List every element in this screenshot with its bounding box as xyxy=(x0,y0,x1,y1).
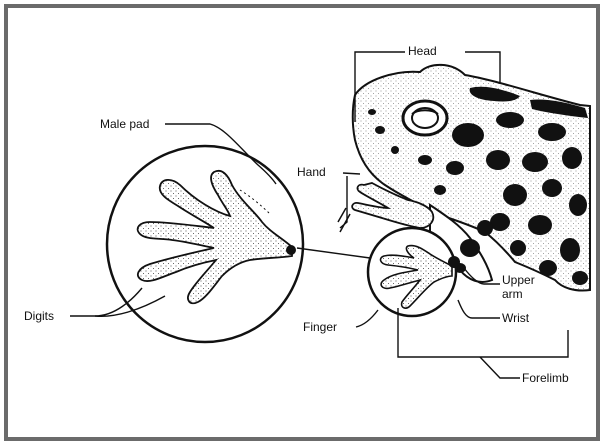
label-male-pad: Male pad xyxy=(100,117,149,131)
label-hand: Hand xyxy=(297,165,326,179)
label-finger: Finger xyxy=(303,320,337,334)
label-digits: Digits xyxy=(24,309,54,323)
frog-eye xyxy=(403,101,447,135)
magnified-hand-large xyxy=(107,146,303,342)
label-upper-arm: Upper arm xyxy=(502,273,535,301)
label-wrist: Wrist xyxy=(502,311,529,325)
label-forelimb: Forelimb xyxy=(522,371,569,385)
label-head: Head xyxy=(408,44,437,58)
